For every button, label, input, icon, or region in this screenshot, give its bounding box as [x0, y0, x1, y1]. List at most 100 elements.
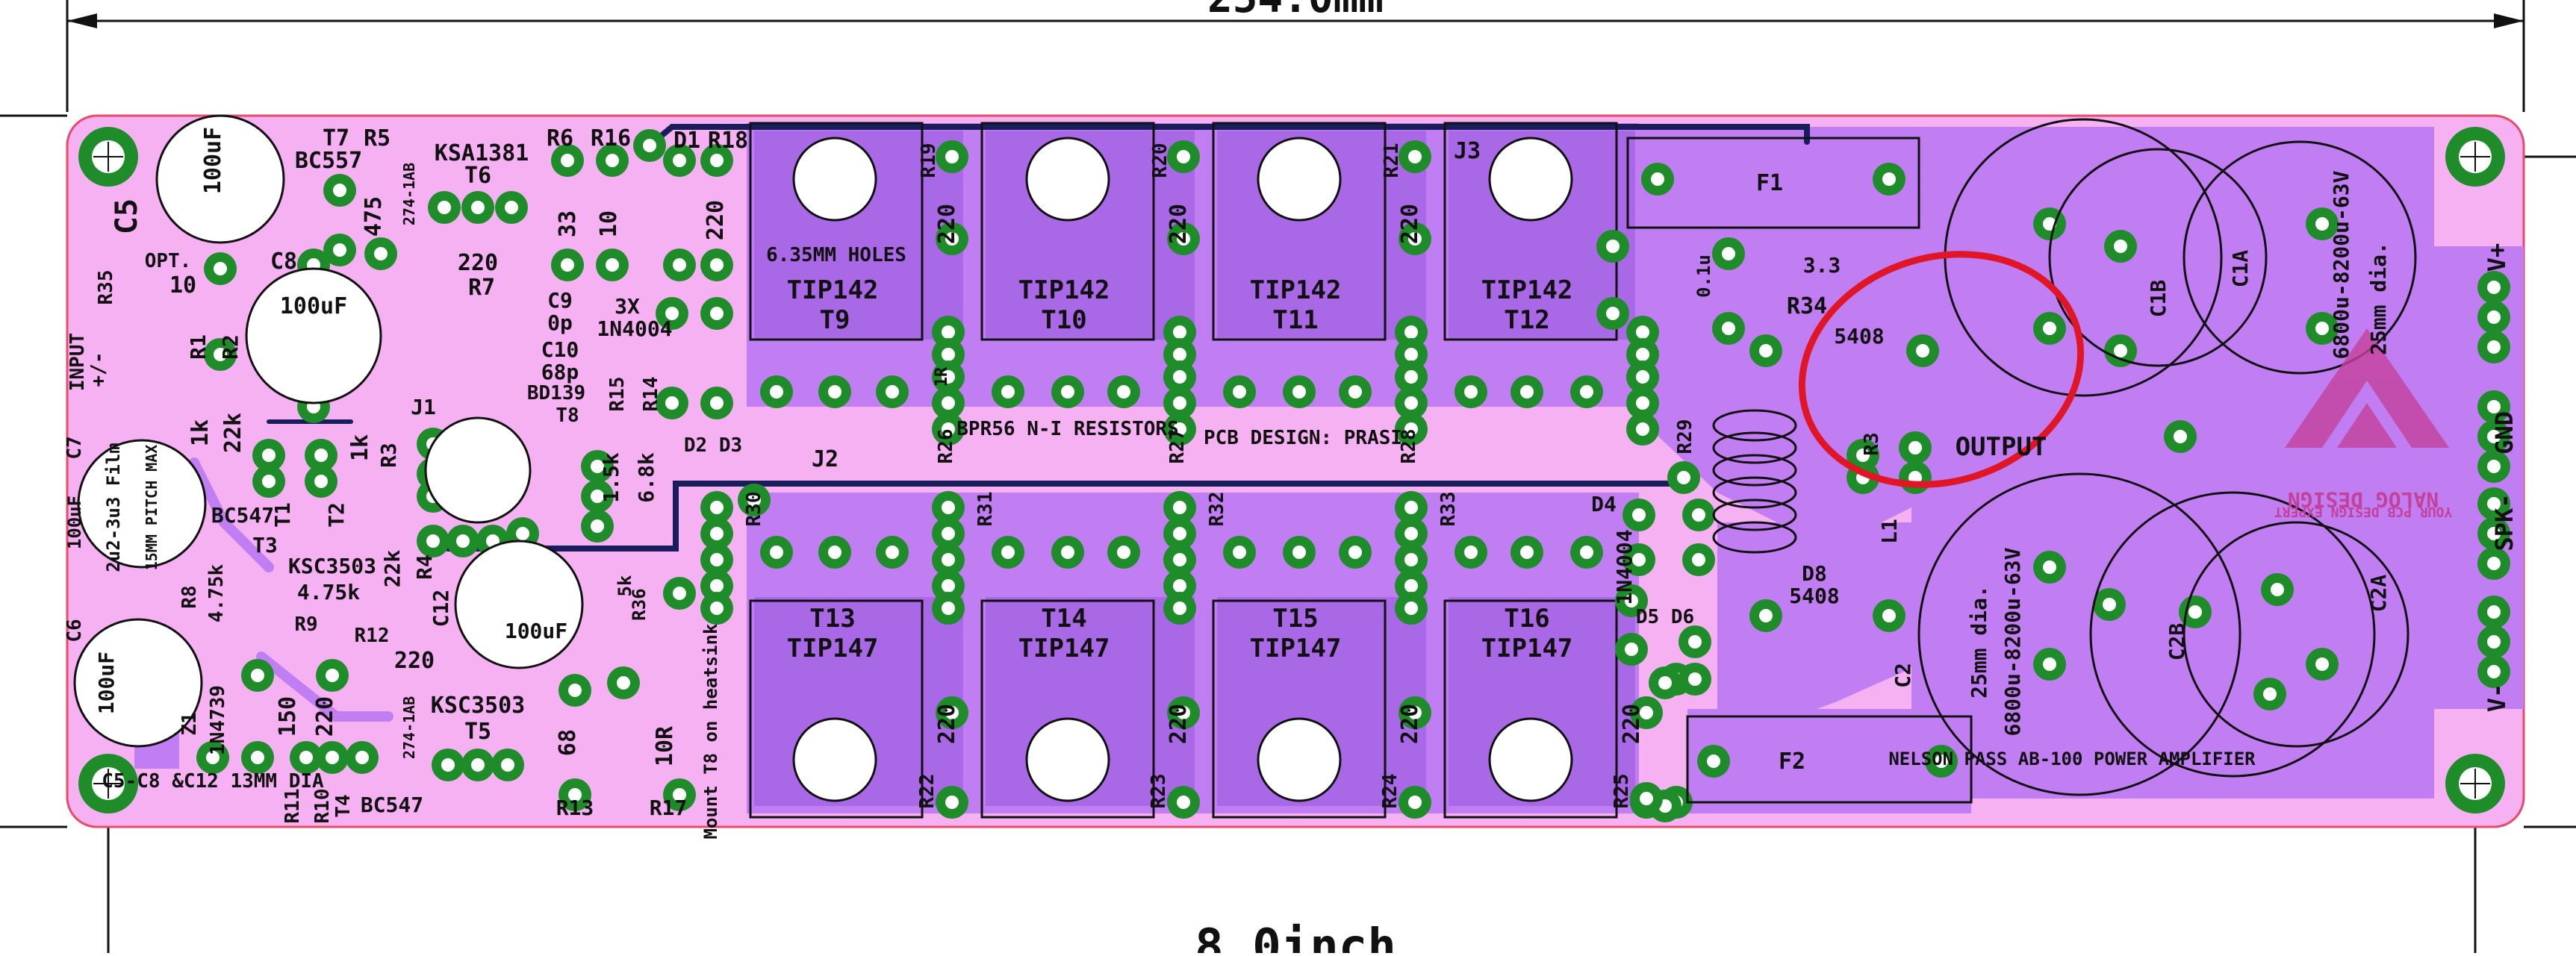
pad-drill	[1625, 643, 1638, 656]
pad-drill	[333, 184, 346, 197]
label-c5: C5	[110, 199, 144, 234]
pad-drill	[1404, 501, 1418, 514]
label-r5-val: 475	[361, 196, 387, 237]
label-j3: J3	[1454, 138, 1481, 164]
label-r14-val: 6.8k	[634, 452, 659, 503]
label-output: OUTPUT	[1956, 432, 2047, 462]
pad-drill	[747, 493, 761, 507]
label-pcb-design: PCB DESIGN: PRASI	[1204, 427, 1402, 449]
pad-drill	[1177, 706, 1190, 719]
label-v33: 3.3	[1803, 253, 1841, 278]
pad-drill	[441, 758, 455, 772]
pad-drill	[2487, 400, 2501, 413]
pad-drill	[1177, 232, 1190, 246]
pad-drill	[770, 546, 783, 559]
pad-drill	[591, 519, 604, 533]
label-d4: D4	[1591, 492, 1617, 516]
pad-drill	[1707, 755, 1720, 768]
pad-drill	[426, 534, 440, 548]
pad-drill	[251, 751, 264, 764]
pad-drill	[326, 669, 339, 682]
pad-drill	[2487, 460, 2501, 473]
pad-drill	[942, 325, 955, 339]
small-capacitors	[73, 114, 584, 748]
label-spk: SPK-	[2490, 493, 2519, 551]
label-holes: 6.35MM HOLES	[766, 244, 906, 266]
label-r12-val: 220	[394, 648, 435, 674]
pad-drill	[1173, 370, 1186, 384]
label-t2: T2	[324, 502, 349, 528]
label-r19: R19	[918, 143, 940, 178]
pad-drill	[710, 527, 724, 540]
width-dimension-label: 254.0mm	[1207, 0, 1384, 22]
label-r36: R36	[629, 588, 650, 620]
pad-drill	[516, 527, 529, 540]
label-c2b: C2B	[2165, 623, 2189, 661]
pad-drill	[1408, 796, 1422, 809]
pad-drill	[710, 501, 724, 514]
label-r32: R32	[1206, 492, 1228, 527]
label-d-1n4004: 1N4004	[597, 316, 672, 341]
pad-drill	[1882, 172, 1896, 186]
pad-drill	[214, 262, 227, 275]
pad-drill	[1856, 449, 1870, 462]
pad-drill	[2487, 557, 2501, 570]
pad-drill	[1520, 546, 1534, 559]
label-r7: R7	[468, 275, 495, 301]
pad-drill	[1173, 602, 1186, 615]
label-r2: R2	[218, 334, 243, 360]
label-ksc3503-b: KSC3503	[431, 693, 525, 719]
pad-drill	[673, 587, 686, 600]
pad-drill	[2103, 598, 2116, 611]
label-c1a: C1A	[2228, 250, 2253, 288]
label-r12: R12	[355, 625, 390, 647]
pad-drill	[1404, 527, 1418, 540]
pad-drill	[299, 751, 313, 764]
pad-drill	[1177, 796, 1190, 809]
pad-drill	[314, 475, 328, 488]
pad-drill	[206, 751, 220, 764]
label-c7-val: 2u2-3u3 Film	[103, 443, 124, 572]
mounting-holes	[78, 127, 2505, 813]
label-r7-val: 220	[458, 250, 498, 276]
label-gnd: GND	[2490, 411, 2519, 454]
pad-drill	[1408, 150, 1422, 163]
pad-drill	[2315, 217, 2329, 231]
label-v-minus: V-	[2483, 684, 2511, 713]
label-d8-val: 5408	[1789, 584, 1839, 608]
pad-drill	[374, 247, 388, 260]
pad-drill	[1001, 546, 1015, 559]
label-t15-type: TIP147	[1250, 634, 1342, 663]
label-c2a: C2A	[2366, 575, 2391, 613]
analog-design-logo	[2285, 328, 2449, 448]
label-r18-val: 220	[703, 200, 729, 240]
label-r17-val: 10R	[652, 725, 678, 766]
pad-drill	[673, 154, 686, 167]
pad-drill	[1233, 546, 1246, 559]
pad-drill	[505, 201, 518, 214]
pad-drill	[1404, 348, 1418, 361]
label-f1: F1	[1756, 170, 1783, 196]
label-r6: R6	[547, 125, 573, 151]
pad-drill	[314, 449, 328, 462]
pad-drill	[2487, 310, 2501, 324]
label-r25: R25	[1611, 774, 1633, 809]
pad-drill	[591, 490, 604, 503]
pad-drill	[1759, 609, 1773, 622]
label-r33: R33	[1437, 492, 1460, 527]
label-r30: R30	[743, 492, 765, 527]
pad-drill	[1233, 385, 1246, 399]
label-c12-val: 100uF	[505, 619, 567, 643]
label-t13: T13	[809, 604, 855, 634]
pad-drill	[2114, 240, 2127, 253]
pad-drill	[606, 154, 619, 167]
pad-drill	[1640, 792, 1653, 805]
pad-drill	[1636, 325, 1649, 339]
pad-drill	[1692, 508, 1705, 522]
pads	[122, 129, 2510, 822]
label-t10-type: TIP142	[1018, 275, 1110, 305]
pad-drill	[942, 501, 955, 514]
label-l1: L1	[1877, 519, 1902, 544]
